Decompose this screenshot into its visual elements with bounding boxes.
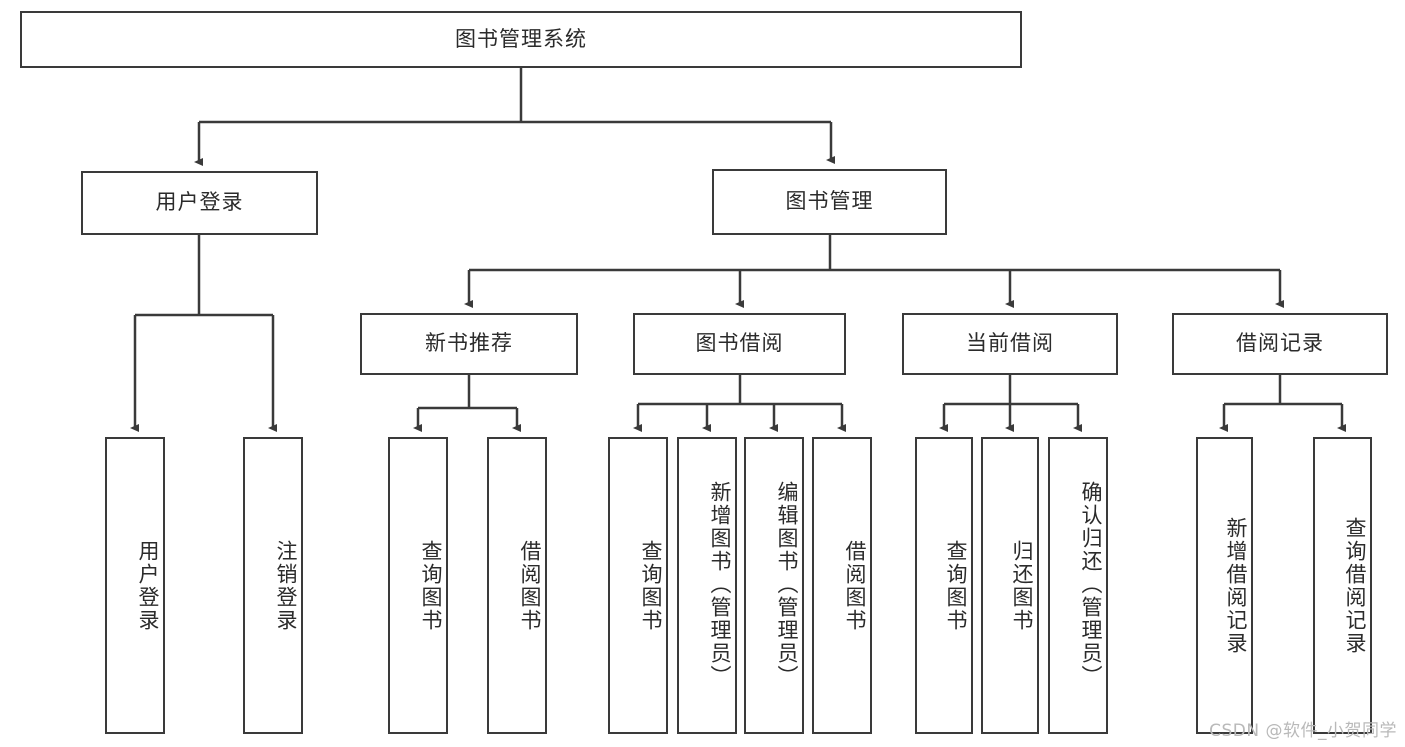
node-leaf-confirm-return-admin-label: 确认归还（管理员） (1079, 481, 1103, 688)
node-book-borrow[interactable]: 图书借阅 (633, 313, 846, 375)
node-new-book-recommend-label: 新书推荐 (425, 331, 513, 356)
node-leaf-borrow-book-1-label: 借阅图书 (518, 539, 542, 632)
node-leaf-borrow-book-1[interactable]: 借阅图书 (487, 437, 547, 734)
node-leaf-logout-login-label: 注销登录 (274, 539, 298, 632)
node-leaf-add-book-admin-label: 新增图书（管理员） (708, 481, 732, 688)
node-leaf-query-book-1[interactable]: 查询图书 (388, 437, 448, 734)
node-leaf-add-borrow-record-label: 新增借阅记录 (1224, 516, 1248, 655)
node-root[interactable]: 图书管理系统 (20, 11, 1022, 68)
node-book-management[interactable]: 图书管理 (712, 169, 947, 235)
node-borrow-record[interactable]: 借阅记录 (1172, 313, 1388, 375)
node-current-borrow[interactable]: 当前借阅 (902, 313, 1118, 375)
node-user-login-label: 用户登录 (155, 190, 244, 215)
node-leaf-query-book-3-label: 查询图书 (944, 539, 968, 632)
node-leaf-query-book-3[interactable]: 查询图书 (915, 437, 973, 734)
node-leaf-return-book[interactable]: 归还图书 (981, 437, 1039, 734)
node-current-borrow-label: 当前借阅 (966, 331, 1054, 356)
node-leaf-add-book-admin[interactable]: 新增图书（管理员） (677, 437, 737, 734)
node-leaf-edit-book-admin[interactable]: 编辑图书（管理员） (744, 437, 804, 734)
node-leaf-user-login[interactable]: 用户登录 (105, 437, 165, 734)
node-root-label: 图书管理系统 (455, 26, 587, 51)
node-book-management-label: 图书管理 (785, 189, 874, 214)
node-leaf-borrow-book-2[interactable]: 借阅图书 (812, 437, 872, 734)
watermark-text: CSDN @软件_小贺同学 (1209, 721, 1397, 741)
node-leaf-edit-book-admin-label: 编辑图书（管理员） (775, 481, 799, 688)
node-leaf-query-borrow-record[interactable]: 查询借阅记录 (1313, 437, 1372, 734)
node-leaf-confirm-return-admin[interactable]: 确认归还（管理员） (1048, 437, 1108, 734)
node-leaf-query-book-2-label: 查询图书 (639, 539, 663, 632)
node-leaf-borrow-book-2-label: 借阅图书 (843, 539, 867, 632)
node-leaf-user-login-label: 用户登录 (136, 539, 160, 632)
node-new-book-recommend[interactable]: 新书推荐 (360, 313, 578, 375)
node-leaf-logout-login[interactable]: 注销登录 (243, 437, 303, 734)
node-leaf-query-book-2[interactable]: 查询图书 (608, 437, 668, 734)
node-leaf-return-book-label: 归还图书 (1010, 539, 1034, 632)
node-leaf-query-book-1-label: 查询图书 (419, 539, 443, 632)
node-leaf-query-borrow-record-label: 查询借阅记录 (1343, 516, 1367, 655)
node-leaf-add-borrow-record[interactable]: 新增借阅记录 (1196, 437, 1253, 734)
node-user-login[interactable]: 用户登录 (81, 171, 318, 235)
node-borrow-record-label: 借阅记录 (1236, 331, 1324, 356)
node-book-borrow-label: 图书借阅 (695, 331, 784, 356)
